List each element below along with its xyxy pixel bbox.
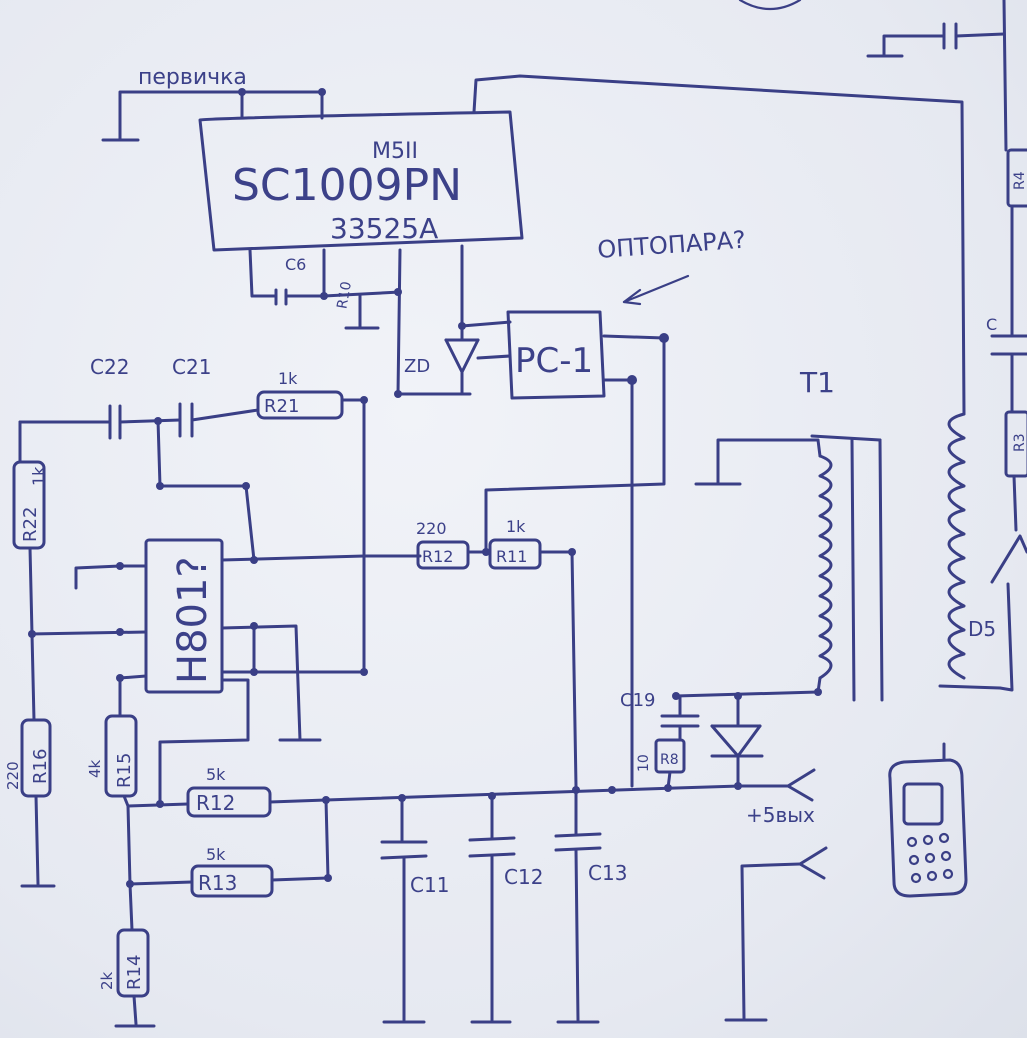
c21-label: C21 <box>172 355 211 379</box>
main-ic-label-3: 33525A <box>330 212 438 245</box>
note-arrow <box>622 274 690 304</box>
c6-label: C6 <box>285 255 306 274</box>
r15-name: R15 <box>114 753 135 788</box>
r22-name: R22 <box>20 507 41 542</box>
top-edge-mark <box>738 0 802 10</box>
c22-capacitor <box>18 404 182 440</box>
r21-name: R21 <box>264 396 299 417</box>
r14-name: R14 <box>124 955 145 990</box>
r8-value: 10 <box>636 754 652 772</box>
r4-label: R4 <box>1012 171 1027 190</box>
output-bus <box>324 784 742 802</box>
r22-resistor <box>12 420 46 636</box>
optocoupler-label: PC-1 <box>515 341 593 381</box>
r13-resistor <box>128 798 332 898</box>
c19-r8-snubber <box>654 694 700 790</box>
r13-value: 5k <box>206 845 226 864</box>
r15-resistor <box>104 714 138 888</box>
main-ic-label-2: SC1009PN <box>232 160 462 211</box>
r12b-value: 5k <box>206 765 226 784</box>
main-ic-label-1: М5II <box>372 139 418 164</box>
right-edge-circuit <box>866 0 1027 692</box>
output-diode <box>710 694 764 790</box>
r10-label: R10 <box>334 280 355 310</box>
c21-capacitor <box>154 402 260 438</box>
r11-name: R11 <box>496 547 527 566</box>
mobile-phone-icon <box>888 742 968 898</box>
primary-label: первичка <box>138 65 247 90</box>
c-right-label: C <box>986 315 997 334</box>
r13-name: R13 <box>198 871 237 895</box>
output-label: +5вых <box>746 803 815 827</box>
c13-label: C13 <box>588 861 627 885</box>
c11-label: C11 <box>410 873 449 897</box>
r21-value: 1k <box>278 369 298 388</box>
r12b-name: R12 <box>196 791 235 815</box>
output-connector-positive[interactable] <box>738 768 816 802</box>
r8-name: R8 <box>660 752 679 768</box>
r11-resistor <box>488 538 578 788</box>
r12b-resistor <box>126 786 330 818</box>
note-arrow-head <box>622 288 642 306</box>
d5-label: D5 <box>968 617 996 641</box>
r12a-name: R12 <box>422 547 453 566</box>
r12a-value: 220 <box>416 519 447 538</box>
r3-label: R3 <box>1012 433 1027 452</box>
main-ic <box>198 110 524 252</box>
transformer-label: T1 <box>799 366 835 399</box>
zener-label: ZD <box>404 356 430 377</box>
r16-name: R16 <box>30 749 51 784</box>
r14-resistor <box>114 882 156 1028</box>
c19-label: C19 <box>620 690 655 711</box>
transformer-t1 <box>672 434 884 702</box>
optocoupler-note: ОПТОПАРА? <box>596 226 746 264</box>
c22-label: C22 <box>90 355 129 379</box>
r15-value: 4k <box>86 759 104 778</box>
h801-ic <box>28 418 422 806</box>
output-connector-ground[interactable] <box>724 846 828 1022</box>
r22-value: 1k <box>29 466 48 486</box>
r12a-resistor <box>416 540 490 570</box>
c11-capacitor <box>380 796 428 1024</box>
ic-to-transformer-wire <box>472 74 966 416</box>
c12-label: C12 <box>504 865 543 889</box>
main-ic-bottom-wiring <box>248 244 472 398</box>
c13-capacitor <box>554 788 602 1024</box>
r21-resistor <box>256 390 368 674</box>
optocoupler-pc1 <box>484 310 669 788</box>
zener-diode <box>444 320 512 396</box>
h801-label: H801? <box>170 556 216 684</box>
r16-resistor <box>20 632 56 888</box>
secondary-coil <box>938 412 1002 690</box>
primary-ground-wiring <box>101 88 326 142</box>
r11-value: 1k <box>506 517 526 536</box>
r14-value: 2k <box>98 971 116 990</box>
c12-capacitor <box>468 794 516 1024</box>
r16-value: 220 <box>4 761 22 790</box>
